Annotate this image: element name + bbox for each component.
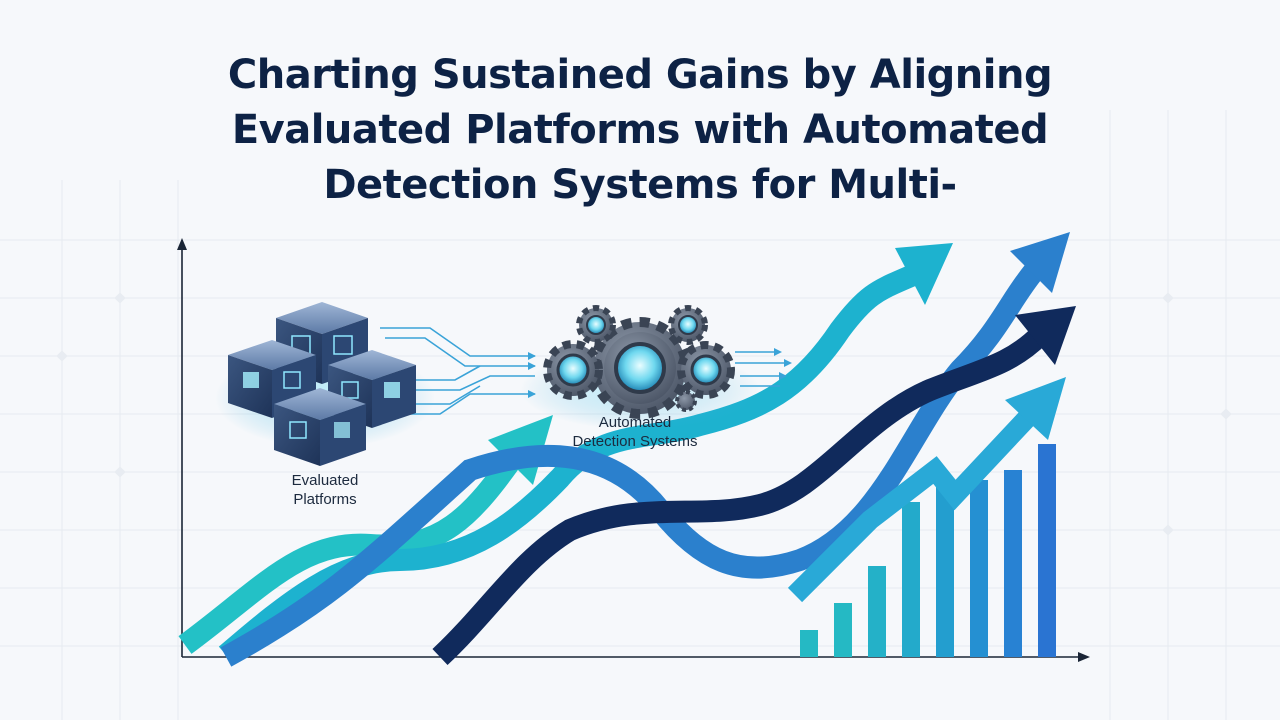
cube-cluster-icon: [215, 302, 435, 466]
bar-4: [902, 502, 920, 657]
bar-1: [800, 630, 818, 657]
platforms-label-line-2: Platforms: [293, 491, 357, 508]
title-line-1: Charting Sustained Gains by Aligning: [227, 52, 1053, 98]
detection-label-line-1: Automated: [598, 414, 672, 431]
bar-8: [1038, 444, 1056, 657]
arrow-navy: [432, 306, 1076, 666]
arrow-zigzag-cyan: [787, 377, 1066, 603]
evaluated-platforms-label: Evaluated Platforms: [250, 471, 400, 509]
bar-2: [834, 603, 852, 657]
page-title: Charting Sustained Gains by Aligning Eva…: [140, 48, 1140, 213]
bar-3: [868, 566, 886, 657]
bar-5: [936, 485, 954, 657]
automated-detection-label: Automated Detection Systems: [545, 413, 725, 451]
platforms-label-line-1: Evaluated: [291, 472, 359, 489]
chart-axes: [177, 238, 1090, 662]
gear-cluster-icon: [520, 305, 760, 430]
growth-bars: [800, 444, 1056, 657]
title-line-2: Evaluated Platforms with Automated: [231, 107, 1049, 153]
title-line-3: Detection Systems for Multi-: [323, 162, 957, 208]
bar-6: [970, 480, 988, 657]
detection-label-line-2: Detection Systems: [572, 433, 698, 450]
bar-7: [1004, 470, 1022, 657]
